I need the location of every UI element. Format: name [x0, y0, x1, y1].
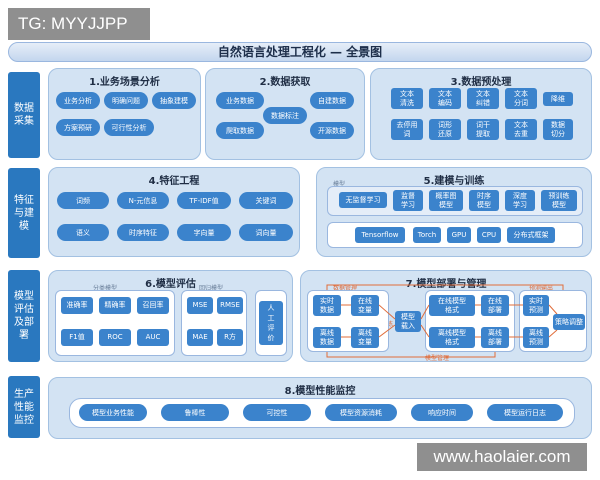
node-mae: MAE: [187, 329, 213, 346]
node-text-dedup: 文本去重: [505, 119, 537, 140]
node-text-segmentation: 文本分词: [505, 88, 537, 109]
node-gpu: GPU: [447, 227, 471, 243]
node-runtime-log: 模型运行日志: [487, 404, 563, 421]
label-prediction-output: 预测输出: [529, 285, 554, 292]
node-char-vector: 字向量: [177, 224, 231, 241]
node-online-deploy: 在线部署: [481, 295, 509, 316]
label-classification: 分类模型: [93, 285, 118, 292]
node-pretrained: 预训练模型: [541, 190, 577, 211]
node-feasibility-analysis: 可行性分析: [104, 119, 154, 136]
node-word-vector: 词向量: [239, 224, 293, 241]
label-regression: 回归模型: [199, 285, 224, 292]
label-model: 模型: [333, 181, 346, 188]
node-term-frequency: 词频: [57, 192, 109, 209]
node-resource-consumption: 模型资源消耗: [325, 404, 397, 421]
watermark-bottom: www.haolaier.com: [417, 443, 587, 471]
node-temporal-model: 时序模型: [469, 190, 499, 211]
panel-modeling-training: 5.建模与训练 模型 无监督学习 监督学习 概率图模型 时序模型 深度学习 预训…: [316, 167, 592, 257]
node-temporal-features: 时序特征: [117, 224, 169, 241]
node-semantics: 语义: [57, 224, 109, 241]
label-model-management: 模型管理: [425, 355, 450, 362]
node-distributed-framework: 分布式框架: [507, 227, 555, 243]
node-robustness: 鲁棒性: [161, 404, 229, 421]
node-torch: Torch: [413, 227, 441, 243]
node-strategy-adjustment: 策略调整: [553, 314, 585, 330]
node-ngram-info: N-元信息: [117, 192, 169, 209]
node-keywords: 关键词: [239, 192, 293, 209]
node-roc: ROC: [99, 329, 131, 346]
node-response-time: 响应时间: [411, 404, 473, 421]
node-r-squared: R方: [217, 329, 243, 346]
panel-feature-engineering-title: 4.特征工程: [148, 176, 200, 187]
node-probabilistic-graph: 概率图模型: [429, 190, 463, 211]
monitoring-group: [69, 398, 575, 428]
node-unsupervised: 无监督学习: [339, 192, 387, 208]
panel-business-analysis: 1.业务场景分析 业务分析 明确问题 抽象建模 方案预研 可行性分析: [48, 68, 201, 160]
node-define-problem: 明确问题: [104, 92, 148, 109]
sidebar-feature-modeling: 特征与建模: [8, 168, 40, 258]
node-abstract-modeling: 抽象建模: [152, 92, 196, 109]
sidebar-data-collection: 数据采集: [8, 72, 40, 158]
node-stopword-removal: 去停用词: [391, 119, 423, 140]
node-manual-evaluation: 人工评价: [259, 301, 283, 345]
panel-data-acquisition-title: 2.数据获取: [259, 77, 311, 88]
panel-model-evaluation: 6.模型评估 分类模型 回归模型 准确率 精确率 召回率 F1值 ROC AUC…: [48, 270, 293, 362]
watermark-top: TG: MYYJJPP: [8, 8, 150, 40]
node-offline-model-format: 离线模型格式: [429, 327, 475, 348]
node-self-built-data: 自建数据: [310, 92, 354, 109]
node-tfidf: TF-IDF值: [177, 192, 231, 209]
node-supervised: 监督学习: [393, 190, 423, 211]
sidebar-eval-deploy: 模型评估及部署: [8, 270, 40, 362]
node-data-split: 数据切分: [543, 119, 573, 140]
node-rmse: RMSE: [217, 297, 243, 314]
node-accuracy: 准确率: [61, 297, 93, 314]
panel-data-acquisition: 2.数据获取 业务数据 自建数据 数据标注 爬取数据 开源数据: [205, 68, 365, 160]
page-title: 自然语言处理工程化 — 全景图: [8, 42, 592, 62]
node-data-labeling: 数据标注: [263, 107, 307, 124]
panel-performance-monitoring-title: 8.模型性能监控: [284, 386, 356, 397]
node-realtime-prediction: 实时预测: [523, 295, 549, 316]
node-tensorflow: Tensorflow: [355, 227, 405, 243]
node-model-load: 模型载入: [395, 311, 421, 332]
node-offline-data: 离线数据: [313, 327, 341, 348]
node-offline-deploy: 离线部署: [481, 327, 509, 348]
node-deep-learning: 深度学习: [505, 190, 535, 211]
node-realtime-data: 实时数据: [313, 295, 341, 316]
panel-feature-engineering: 4.特征工程 词频 N-元信息 TF-IDF值 关键词 语义 时序特征 字向量 …: [48, 167, 300, 257]
node-cpu: CPU: [477, 227, 501, 243]
node-stemming: 词干提取: [467, 119, 499, 140]
deployment-arrows: [326, 284, 564, 358]
panel-data-preprocessing-title: 3.数据预处理: [450, 77, 512, 88]
panel-business-analysis-title: 1.业务场景分析: [89, 77, 160, 88]
node-lemmatization: 词形还原: [429, 119, 461, 140]
node-f1: F1值: [61, 329, 93, 346]
node-auc: AUC: [137, 329, 169, 346]
panel-deployment-management: 7.模型部署与管理 数据管理 预测输出 训练 模型管理 实时数据 在线变量 离线…: [300, 270, 592, 362]
node-controllability: 可控性: [243, 404, 311, 421]
node-text-correction: 文本纠错: [467, 88, 499, 109]
node-text-encoding: 文本编码: [429, 88, 461, 109]
node-crawled-data: 爬取数据: [216, 122, 264, 139]
node-online-variable: 在线变量: [351, 295, 379, 316]
sidebar-monitoring: 生产性能监控: [8, 376, 40, 438]
node-dimensionality-reduction: 降维: [543, 92, 573, 106]
node-offline-prediction: 离线预测: [523, 327, 549, 348]
node-text-cleaning: 文本清洗: [391, 88, 423, 109]
node-precision: 精确率: [99, 297, 131, 314]
panel-model-evaluation-title: 6.模型评估: [145, 279, 196, 290]
node-recall: 召回率: [137, 297, 169, 314]
node-solution-research: 方案预研: [56, 119, 100, 136]
node-offline-variable: 离线变量: [351, 327, 379, 348]
node-mse: MSE: [187, 297, 213, 314]
label-data-management: 数据管理: [333, 285, 358, 292]
node-open-source-data: 开源数据: [310, 122, 354, 139]
node-online-model-format: 在线模型格式: [429, 295, 475, 316]
panel-data-preprocessing: 3.数据预处理 文本清洗 文本编码 文本纠错 文本分词 降维 去停用词 词形还原…: [370, 68, 592, 160]
node-business-analysis: 业务分析: [56, 92, 100, 109]
node-business-performance: 模型业务性能: [79, 404, 147, 421]
panel-performance-monitoring: 8.模型性能监控 模型业务性能 鲁棒性 可控性 模型资源消耗 响应时间 模型运行…: [48, 377, 592, 439]
panel-modeling-training-title: 5.建模与训练: [423, 176, 485, 187]
node-business-data: 业务数据: [216, 92, 264, 109]
